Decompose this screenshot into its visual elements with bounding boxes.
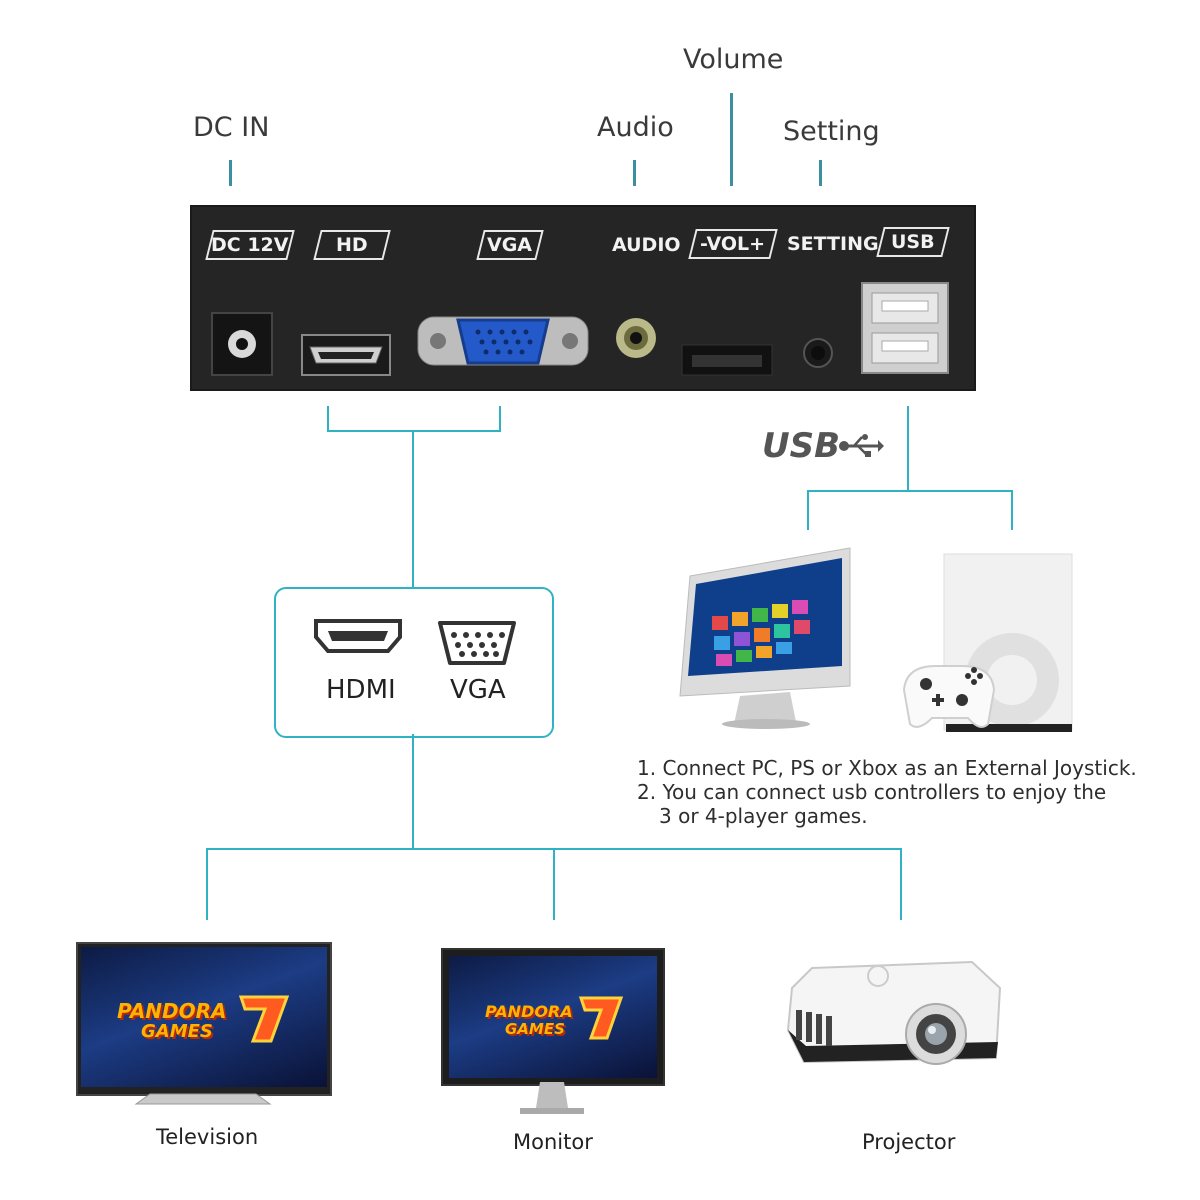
console-with-controller-image bbox=[902, 553, 1073, 732]
panel-ports bbox=[211, 282, 949, 376]
volume-label: Volume bbox=[683, 44, 784, 75]
setting-pointer bbox=[819, 160, 822, 186]
dc-in-label: DC IN bbox=[193, 112, 270, 143]
audio-panel-label: AUDIO bbox=[612, 234, 681, 256]
vga-icon bbox=[438, 621, 516, 665]
pc-monitor-image bbox=[679, 547, 851, 729]
television-caption: Television bbox=[156, 1125, 259, 1149]
monitor-image: PANDORA GAMES bbox=[441, 948, 665, 1086]
monitor-logo-line2: GAMES bbox=[505, 1020, 565, 1038]
television-image: PANDORA GAMES bbox=[76, 942, 332, 1096]
console-back-panel: DC 12V HD VGA AUDIO -VOL+ SETTING USB bbox=[190, 205, 976, 391]
monitor-caption: Monitor bbox=[513, 1130, 593, 1154]
video-trunk bbox=[412, 430, 414, 588]
dc-in-pointer bbox=[229, 160, 232, 186]
usb-symbol-icon bbox=[839, 434, 884, 457]
monitor-logo-emblem bbox=[578, 996, 624, 1040]
volume-rocker-icon bbox=[681, 344, 773, 376]
usb-heading: USB bbox=[762, 426, 841, 466]
dc-jack-icon bbox=[211, 312, 273, 376]
vga-caption: VGA bbox=[450, 675, 506, 705]
monitor-line bbox=[553, 848, 555, 920]
usb-ports-icon bbox=[861, 282, 949, 374]
setting-button-icon bbox=[803, 338, 833, 368]
hdmi-icon bbox=[314, 619, 402, 653]
hdmi-caption: HDMI bbox=[326, 675, 396, 705]
vga-line bbox=[499, 406, 501, 432]
audio-pointer bbox=[633, 160, 636, 186]
usb-console-line bbox=[1011, 490, 1013, 530]
video-outputs-box: HDMI VGA bbox=[274, 587, 554, 738]
usb-note-3: 3 or 4-player games. bbox=[659, 804, 868, 828]
tv-logo-emblem bbox=[238, 995, 290, 1043]
hd-line bbox=[327, 406, 329, 432]
setting-panel-label: SETTING bbox=[787, 233, 879, 255]
usb-note-1: 1. Connect PC, PS or Xbox as an External… bbox=[637, 756, 1137, 780]
monitor-logo-line1: PANDORA bbox=[485, 1002, 573, 1021]
audio-label: Audio bbox=[597, 112, 674, 143]
tv-logo-line2: GAMES bbox=[141, 1021, 213, 1042]
usb-bracket bbox=[807, 490, 1013, 492]
setting-label: Setting bbox=[783, 116, 880, 147]
vga-port-icon bbox=[417, 316, 589, 366]
audio-jack-icon bbox=[616, 318, 656, 358]
television-line bbox=[206, 848, 208, 920]
usb-note-2: 2. You can connect usb controllers to en… bbox=[637, 780, 1107, 804]
volume-pointer bbox=[730, 93, 733, 186]
monitor-stand bbox=[520, 1082, 584, 1114]
projector-caption: Projector bbox=[862, 1130, 956, 1154]
video-bracket bbox=[327, 430, 501, 432]
usb-trunk bbox=[907, 406, 909, 492]
television-stand bbox=[134, 1093, 272, 1105]
hdmi-port-icon bbox=[301, 334, 391, 376]
display-trunk bbox=[412, 734, 414, 850]
projector-image bbox=[786, 960, 1002, 1065]
projector-line bbox=[900, 848, 902, 920]
usb-pc-line bbox=[807, 490, 809, 530]
tv-logo-line1: PANDORA bbox=[117, 999, 227, 1023]
